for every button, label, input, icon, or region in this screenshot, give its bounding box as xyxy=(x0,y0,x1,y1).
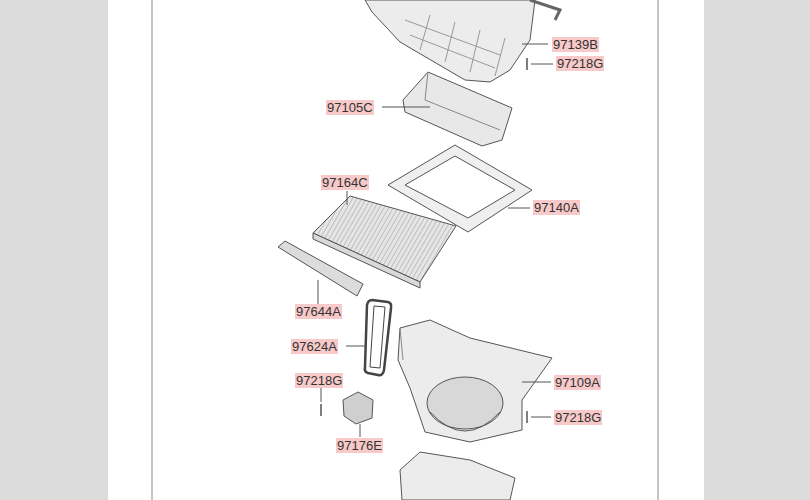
frame-line xyxy=(152,0,153,500)
callout-number: 97644A xyxy=(295,304,342,319)
seal-strip xyxy=(278,241,363,296)
callout-number: 97164C xyxy=(321,175,369,190)
side-band xyxy=(0,0,108,500)
actuator xyxy=(343,392,373,424)
gasket xyxy=(365,300,391,375)
callout-number: 97218G xyxy=(295,373,343,388)
blower-case xyxy=(398,320,552,442)
screw xyxy=(321,58,527,423)
leader-line xyxy=(318,44,553,437)
side-band xyxy=(704,0,810,500)
callout-number: 97624A xyxy=(291,339,338,354)
callout-number: 97140A xyxy=(533,200,580,215)
callout-number: 97176E xyxy=(336,438,383,453)
callout-number: 97139B xyxy=(552,37,599,52)
callout-number: 97218G xyxy=(554,410,602,425)
callout-number: 97105C xyxy=(326,100,374,115)
lower-case xyxy=(400,452,515,500)
upper-case xyxy=(365,0,560,82)
callout-number: 97218G xyxy=(556,56,604,71)
callout-number: 97109A xyxy=(554,375,601,390)
filter-cover xyxy=(403,72,512,146)
frame-line xyxy=(658,0,659,500)
